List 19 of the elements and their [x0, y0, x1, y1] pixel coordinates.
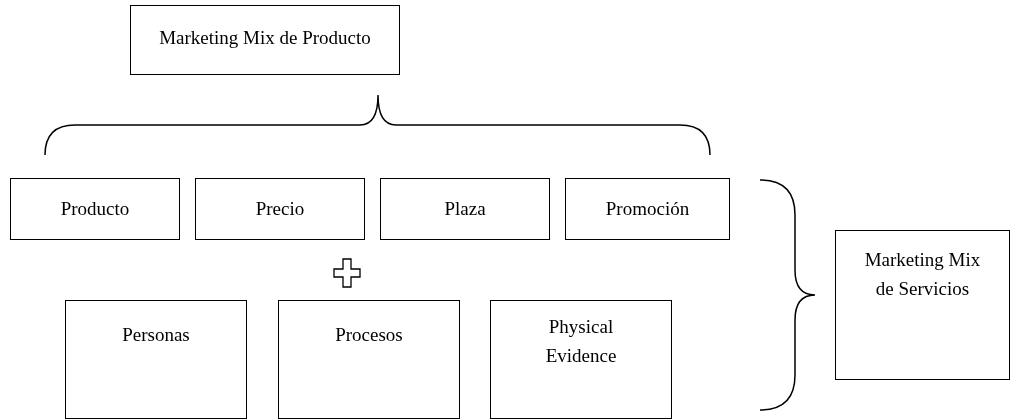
box: [565, 178, 730, 240]
box: [278, 300, 460, 419]
title-box: [130, 5, 400, 75]
box-label: Physical Evidence: [544, 315, 618, 368]
box: [65, 300, 247, 419]
box-label: Promoción: [605, 197, 690, 221]
box: [835, 230, 1010, 380]
box-label: Procesos: [335, 323, 403, 347]
box: [380, 178, 550, 240]
box-label: Marketing Mix de Servicios: [863, 248, 982, 301]
box: [195, 178, 365, 240]
box: [10, 178, 180, 240]
plus-icon: [333, 258, 361, 288]
box-label: Precio: [255, 197, 305, 221]
box-label: Plaza: [444, 197, 486, 221]
box-label: Personas: [122, 323, 190, 347]
box-label: Producto: [60, 197, 130, 221]
box: [490, 300, 672, 419]
box-label: Marketing Mix de Producto: [159, 26, 371, 50]
